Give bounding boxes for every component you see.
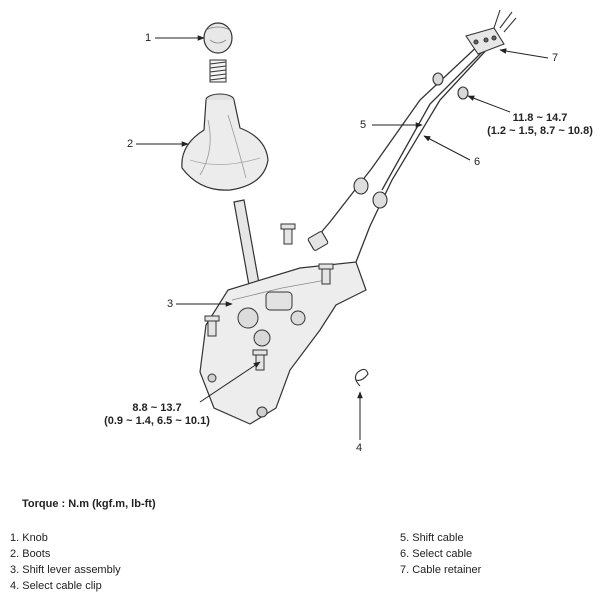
callout-5: 5 bbox=[360, 119, 367, 131]
knob-part bbox=[203, 22, 233, 54]
cables bbox=[317, 41, 491, 263]
torque-spec-cable-line1: 11.8 ~ 14.7 bbox=[512, 112, 568, 124]
select-cable-clip-part bbox=[354, 368, 369, 387]
legend-item: 1. Knob bbox=[10, 532, 48, 544]
shift-lever-diagram bbox=[136, 9, 549, 440]
torque-spec-cable: 11.8 ~ 14.7 (1.2 ~ 1.5, 8.7 ~ 10.8) bbox=[476, 112, 604, 138]
leader-lines bbox=[136, 35, 549, 440]
torque-spec-lever-line1: 8.8 ~ 13.7 bbox=[132, 402, 182, 414]
legend-right: 5. Shift cable 6. Select cable 7. Cable … bbox=[400, 530, 481, 578]
shift-lever-base bbox=[199, 261, 367, 425]
legend-item: 3. Shift lever assembly bbox=[10, 564, 121, 576]
callout-4: 4 bbox=[356, 442, 363, 454]
legend-item: 5. Shift cable bbox=[400, 532, 464, 544]
legend-item: 7. Cable retainer bbox=[400, 564, 482, 576]
callout-6: 6 bbox=[474, 156, 481, 168]
callout-1: 1 bbox=[145, 32, 152, 44]
legend-left: 1. Knob 2. Boots 3. Shift lever assembly… bbox=[10, 530, 121, 594]
boots-part bbox=[181, 93, 269, 191]
torque-spec-lever-line2: (0.9 ~ 1.4, 6.5 ~ 10.1) bbox=[104, 415, 210, 427]
cable-fittings bbox=[307, 72, 469, 251]
cable-retainer-part bbox=[465, 9, 517, 55]
legend-item: 6. Select cable bbox=[400, 548, 473, 560]
callout-2: 2 bbox=[127, 138, 134, 150]
spring-part bbox=[209, 59, 227, 83]
torque-heading: Torque : N.m (kgf.m, lb-ft) bbox=[22, 498, 156, 510]
torque-spec-lever: 8.8 ~ 13.7 (0.9 ~ 1.4, 6.5 ~ 10.1) bbox=[92, 402, 222, 428]
torque-spec-cable-line2: (1.2 ~ 1.5, 8.7 ~ 10.8) bbox=[487, 125, 593, 137]
bolts bbox=[204, 223, 334, 371]
callout-3: 3 bbox=[167, 298, 174, 310]
legend-item: 4. Select cable clip bbox=[10, 580, 102, 592]
legend-item: 2. Boots bbox=[10, 548, 51, 560]
callout-7: 7 bbox=[552, 52, 559, 64]
